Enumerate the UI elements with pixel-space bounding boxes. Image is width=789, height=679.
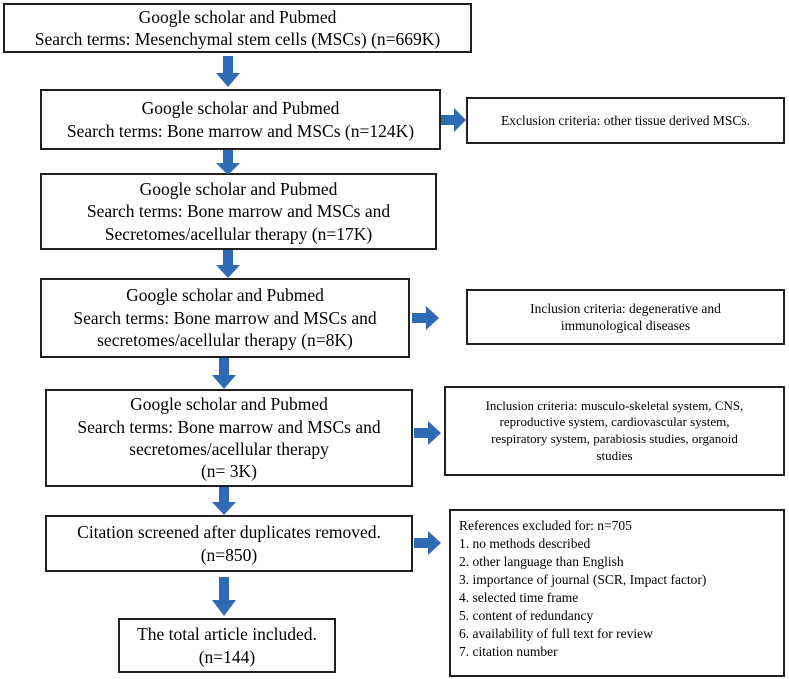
flow-box-records-identified: Google scholar and Pubmed Search terms: … bbox=[3, 3, 472, 53]
note-box-inclusion-systems: Inclusion criteria: musculo-skeletal sys… bbox=[444, 386, 785, 476]
note-box-inclusion-degenerative: Inclusion criteria: degenerative and imm… bbox=[466, 289, 785, 345]
flow-box-text: Google scholar and Pubmed Search terms: … bbox=[86, 178, 391, 244]
arrow-right-icon bbox=[414, 529, 442, 557]
flow-box-total-included: The total article included. (n=144) bbox=[118, 618, 336, 673]
arrow-right-icon bbox=[414, 419, 442, 447]
arrow-down-icon bbox=[208, 358, 240, 390]
arrow-down-icon bbox=[212, 250, 244, 279]
flow-box-bone-marrow-mscs: Google scholar and Pubmed Search terms: … bbox=[40, 89, 441, 150]
flow-box-text: The total article included. (n=144) bbox=[137, 624, 317, 667]
flow-box-text: Google scholar and Pubmed Search terms: … bbox=[66, 98, 415, 141]
arrow-down-icon bbox=[208, 487, 240, 516]
arrow-down-icon bbox=[212, 56, 244, 88]
note-box-text: Inclusion criteria: musculo-skeletal sys… bbox=[485, 397, 744, 463]
arrow-down-icon bbox=[208, 577, 240, 617]
flow-box-citation-screened: Citation screened after duplicates remov… bbox=[45, 515, 413, 572]
arrow-right-icon bbox=[412, 304, 440, 332]
flow-box-secretomes-8k: Google scholar and Pubmed Search terms: … bbox=[40, 278, 410, 358]
flow-box-text: Google scholar and Pubmed Search terms: … bbox=[77, 394, 381, 482]
flow-box-text: Citation screened after duplicates remov… bbox=[77, 522, 381, 565]
flow-box-text: Google scholar and Pubmed Search terms: … bbox=[34, 6, 441, 49]
flow-box-secretomes-3k: Google scholar and Pubmed Search terms: … bbox=[45, 389, 413, 487]
note-box-references-excluded: References excluded for: n=705 1. no met… bbox=[449, 509, 785, 677]
arrow-down-icon bbox=[212, 150, 244, 176]
note-box-text: Exclusion criteria: other tissue derived… bbox=[501, 112, 750, 128]
flow-box-secretomes-17k: Google scholar and Pubmed Search terms: … bbox=[40, 173, 437, 250]
note-box-text: Inclusion criteria: degenerative and imm… bbox=[530, 300, 721, 333]
flow-box-text: Google scholar and Pubmed Search terms: … bbox=[73, 285, 377, 351]
excluded-list-text: References excluded for: n=705 1. no met… bbox=[459, 518, 707, 659]
arrow-right-icon bbox=[441, 106, 467, 134]
note-box-exclusion-tissue: Exclusion criteria: other tissue derived… bbox=[466, 97, 785, 144]
